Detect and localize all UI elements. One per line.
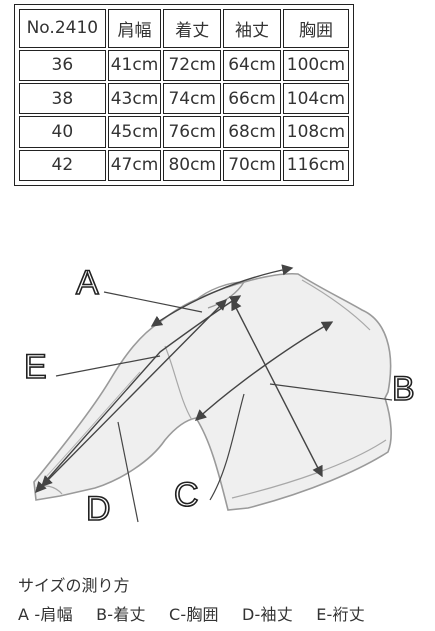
garment-illustration (33, 272, 392, 511)
table-cell: 74cm (163, 82, 222, 115)
leader-line-b (269, 383, 393, 401)
table-row: 36 41cm 72cm 64cm 100cm (19, 49, 349, 81)
table-cell: 40 (19, 116, 106, 148)
chest-arrow (194, 321, 334, 421)
legend-item-a: A -肩幅 (18, 605, 73, 624)
label-c: C (174, 476, 199, 514)
size-table-frame: No.2410 肩幅 着丈 袖丈 胸囲 36 41cm 72cm 64cm 10… (14, 4, 354, 186)
table-row: 42 47cm 80cm 70cm 116cm (19, 149, 349, 181)
caption-legend: A -肩幅 B-着丈 C-胸囲 D-袖丈 E-裄丈 (18, 601, 365, 625)
label-d: D (86, 490, 111, 528)
measurement-arrows (35, 264, 334, 494)
table-cell: 104cm (282, 82, 349, 115)
garment-measurement-diagram: A E B C D (23, 263, 415, 529)
table-cell: 43cm (107, 82, 162, 115)
header-cell: 袖丈 (223, 9, 281, 48)
table-header-row: No.2410 肩幅 着丈 袖丈 胸囲 (19, 9, 349, 48)
leader-line-d (117, 421, 139, 523)
leader-line-c (209, 393, 245, 501)
size-table: No.2410 肩幅 着丈 袖丈 胸囲 36 41cm 72cm 64cm 10… (17, 7, 351, 183)
header-cell: 着丈 (163, 9, 222, 48)
table-cell: 42 (19, 149, 106, 181)
table-cell: 38 (19, 82, 106, 115)
garment-body-shape (33, 272, 392, 511)
label-group: A E B C D (23, 263, 415, 529)
label-a: A (76, 264, 99, 302)
legend-item-d: D-袖丈 (242, 605, 293, 624)
table-cell: 80cm (163, 149, 222, 181)
table-cell: 64cm (223, 49, 281, 81)
table-cell: 76cm (163, 116, 222, 148)
legend-item-c: C-胸囲 (168, 605, 219, 624)
leader-lines (55, 291, 393, 523)
table-cell: 66cm (223, 82, 281, 115)
table-cell: 116cm (282, 149, 349, 181)
leader-line-e (55, 355, 161, 377)
leader-line-a (103, 291, 203, 313)
table-cell: 100cm (282, 49, 349, 81)
table-cell: 36 (19, 49, 106, 81)
table-cell: 70cm (223, 149, 281, 181)
legend-item-b: B-着丈 (96, 605, 146, 624)
body-side-seam (301, 279, 371, 331)
header-cell: 肩幅 (107, 9, 162, 48)
legend-item-e: E-裄丈 (316, 605, 365, 624)
table-cell: 41cm (107, 49, 162, 81)
header-cell: 胸囲 (282, 9, 349, 48)
table-cell: 108cm (282, 116, 349, 148)
label-e: E (24, 348, 47, 386)
table-row: 38 43cm 74cm 66cm 104cm (19, 82, 349, 115)
table-cell: 45cm (107, 116, 162, 148)
label-b: B (392, 370, 415, 408)
caption-title: サイズの測り方 (18, 576, 130, 595)
table-row: 40 45cm 76cm 68cm 108cm (19, 116, 349, 148)
table-cell: 47cm (107, 149, 162, 181)
table-cell: 72cm (163, 49, 222, 81)
header-cell: No.2410 (19, 9, 106, 48)
table-cell: 68cm (223, 116, 281, 148)
